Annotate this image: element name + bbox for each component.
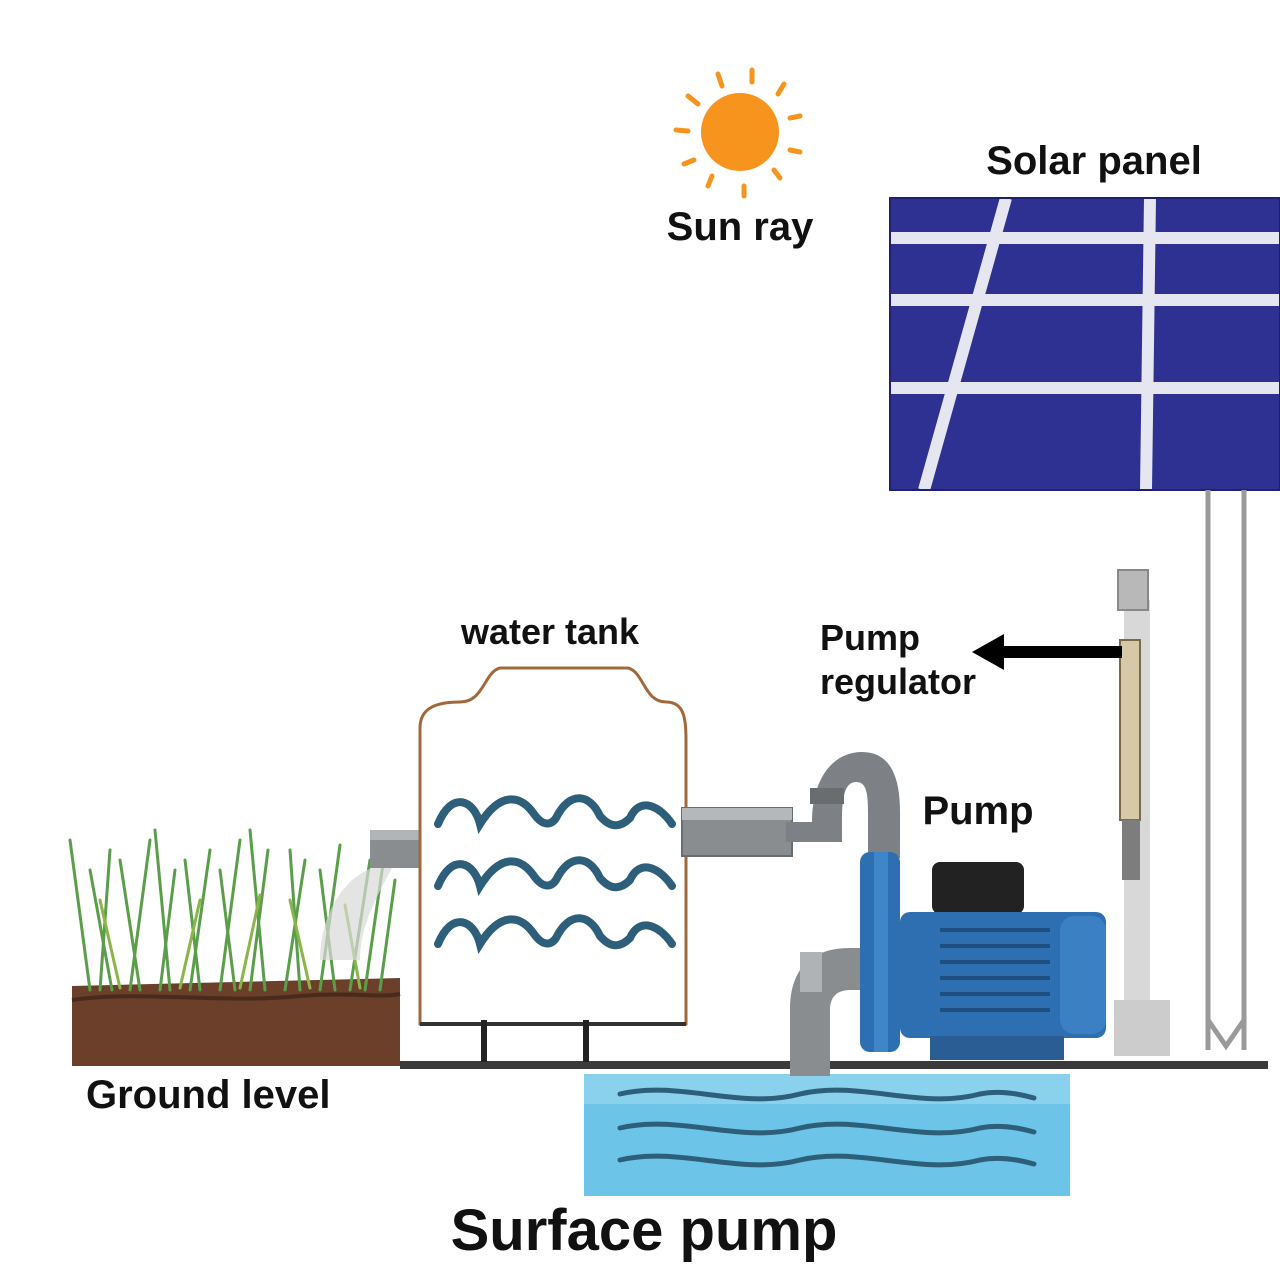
diagram-title: Surface pump — [451, 1198, 838, 1263]
water-reservoir — [584, 1074, 1070, 1196]
pump-icon — [860, 852, 1106, 1060]
pump-regulator-line2: regulator — [820, 661, 976, 702]
pump-regulator-line1: Pump — [820, 617, 920, 658]
grass-icon — [68, 828, 401, 1066]
panel-support-poles — [1205, 490, 1247, 1051]
water-tank-icon — [418, 666, 688, 1062]
pump-regulator-label: Pump regulator — [820, 617, 976, 702]
suction-pipe — [790, 948, 866, 1076]
solar-panel-icon — [889, 196, 1280, 492]
sun-ray-label: Sun ray — [667, 205, 814, 249]
ground-line — [400, 1061, 1268, 1069]
discharge-pipe — [681, 752, 900, 858]
arrow-left-icon — [972, 634, 1122, 670]
solar-panel-label: Solar panel — [986, 139, 1202, 183]
pump-label: Pump — [922, 789, 1033, 833]
sun-icon — [673, 67, 803, 199]
regulator-icon — [1114, 569, 1170, 1056]
ground-level-label: Ground level — [86, 1073, 331, 1117]
water-tank-label: water tank — [460, 611, 640, 652]
